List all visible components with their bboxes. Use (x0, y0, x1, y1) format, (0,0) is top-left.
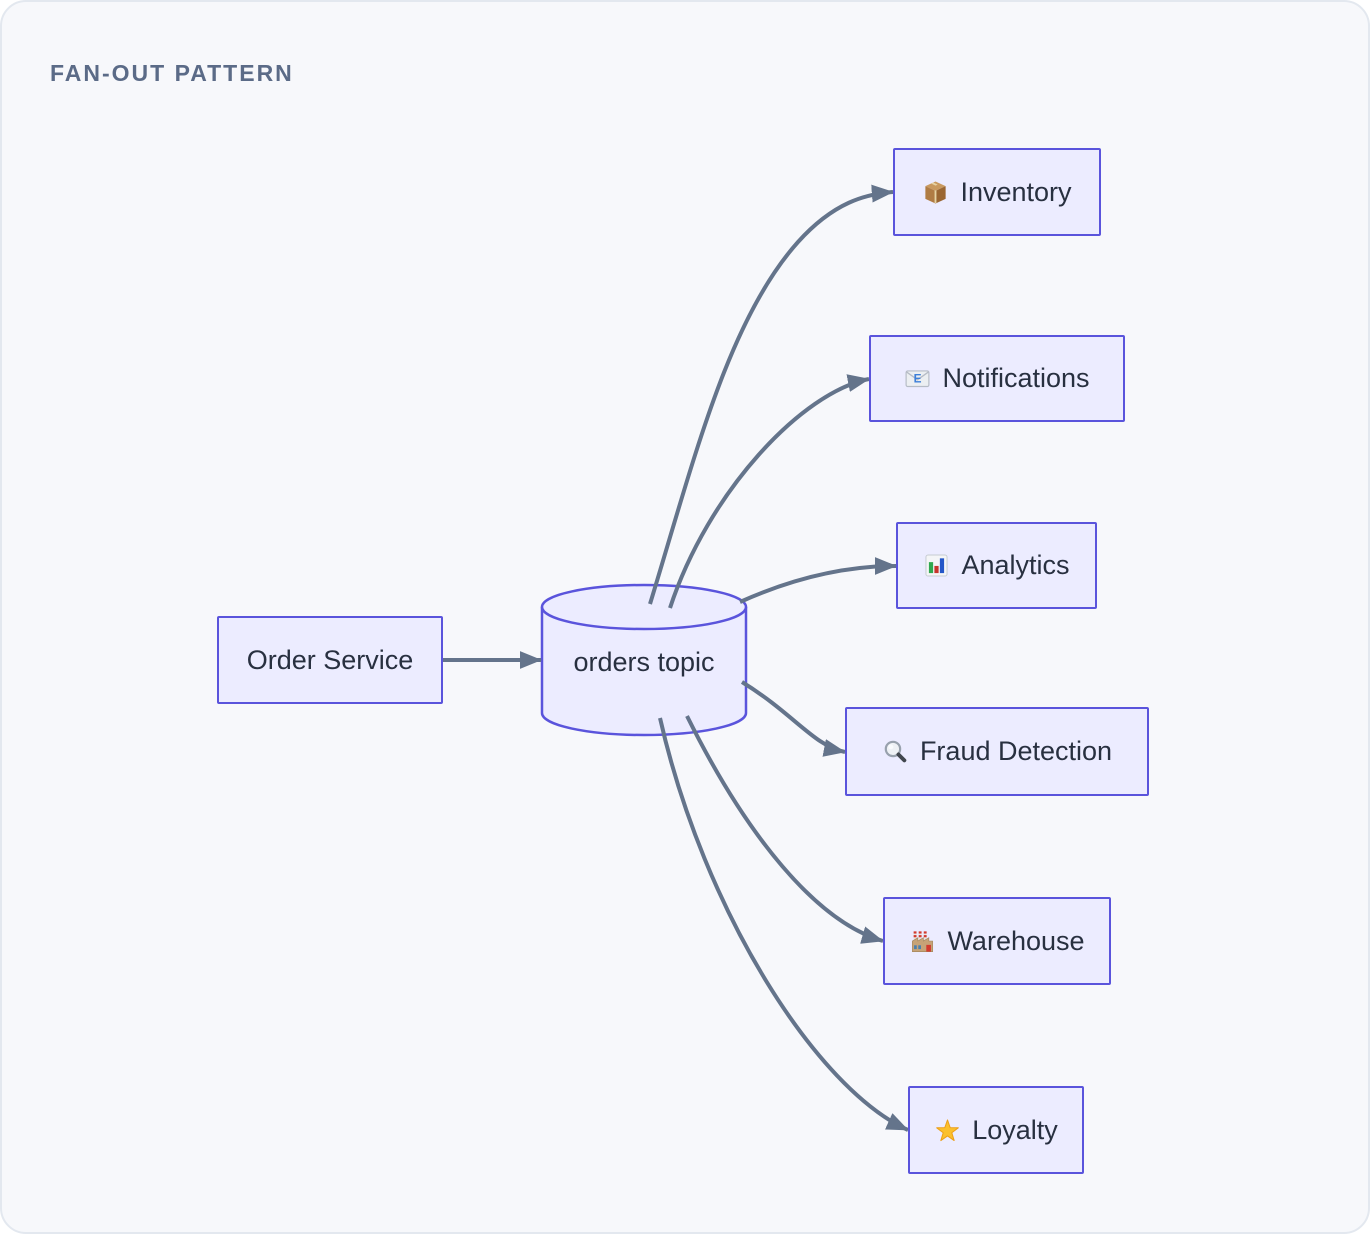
node-label: orders topic (573, 646, 715, 677)
edge-topic-to-inventory (648, 184, 894, 605)
factory-icon (909, 928, 936, 955)
bar-chart-icon (923, 552, 950, 579)
svg-text:E: E (914, 372, 922, 386)
node-label: Order Service (246, 644, 414, 675)
node-label: Notifications (942, 363, 1090, 393)
node-orders-topic: orders topic (542, 612, 746, 712)
node-order-service: Order Service (217, 616, 443, 704)
node-label: Inventory (960, 176, 1072, 207)
node-loyalty: Loyalty (908, 1086, 1084, 1174)
cylinder-body (540, 607, 748, 737)
package-icon (922, 179, 949, 206)
node-warehouse: Warehouse (883, 897, 1111, 985)
node-inventory: Inventory (893, 148, 1101, 236)
node-label: Warehouse (947, 925, 1085, 956)
star-icon (934, 1117, 961, 1144)
node-label: Analytics (961, 550, 1070, 580)
node-label: Fraud Detection (919, 736, 1113, 766)
cylinder-top (540, 583, 748, 631)
page-title: FAN-OUT PATTERN (50, 60, 294, 86)
email-icon: E (904, 365, 931, 392)
node-analytics: Analytics (896, 522, 1097, 609)
topic-cylinder-shape (540, 583, 748, 737)
edge-topic-to-warehouse (685, 715, 884, 944)
node-notifications: E Notifications (869, 335, 1125, 422)
edge-topic-to-analytics (739, 557, 897, 604)
magnifying-glass-icon (882, 738, 909, 765)
edge-topic-to-notifications (668, 374, 870, 609)
node-label: Loyalty (972, 1114, 1058, 1145)
edge-topic-to-loyalty (658, 717, 909, 1132)
node-fraud-detection: Fraud Detection (845, 707, 1149, 796)
edge-topic-to-fraud-detection (740, 680, 846, 757)
